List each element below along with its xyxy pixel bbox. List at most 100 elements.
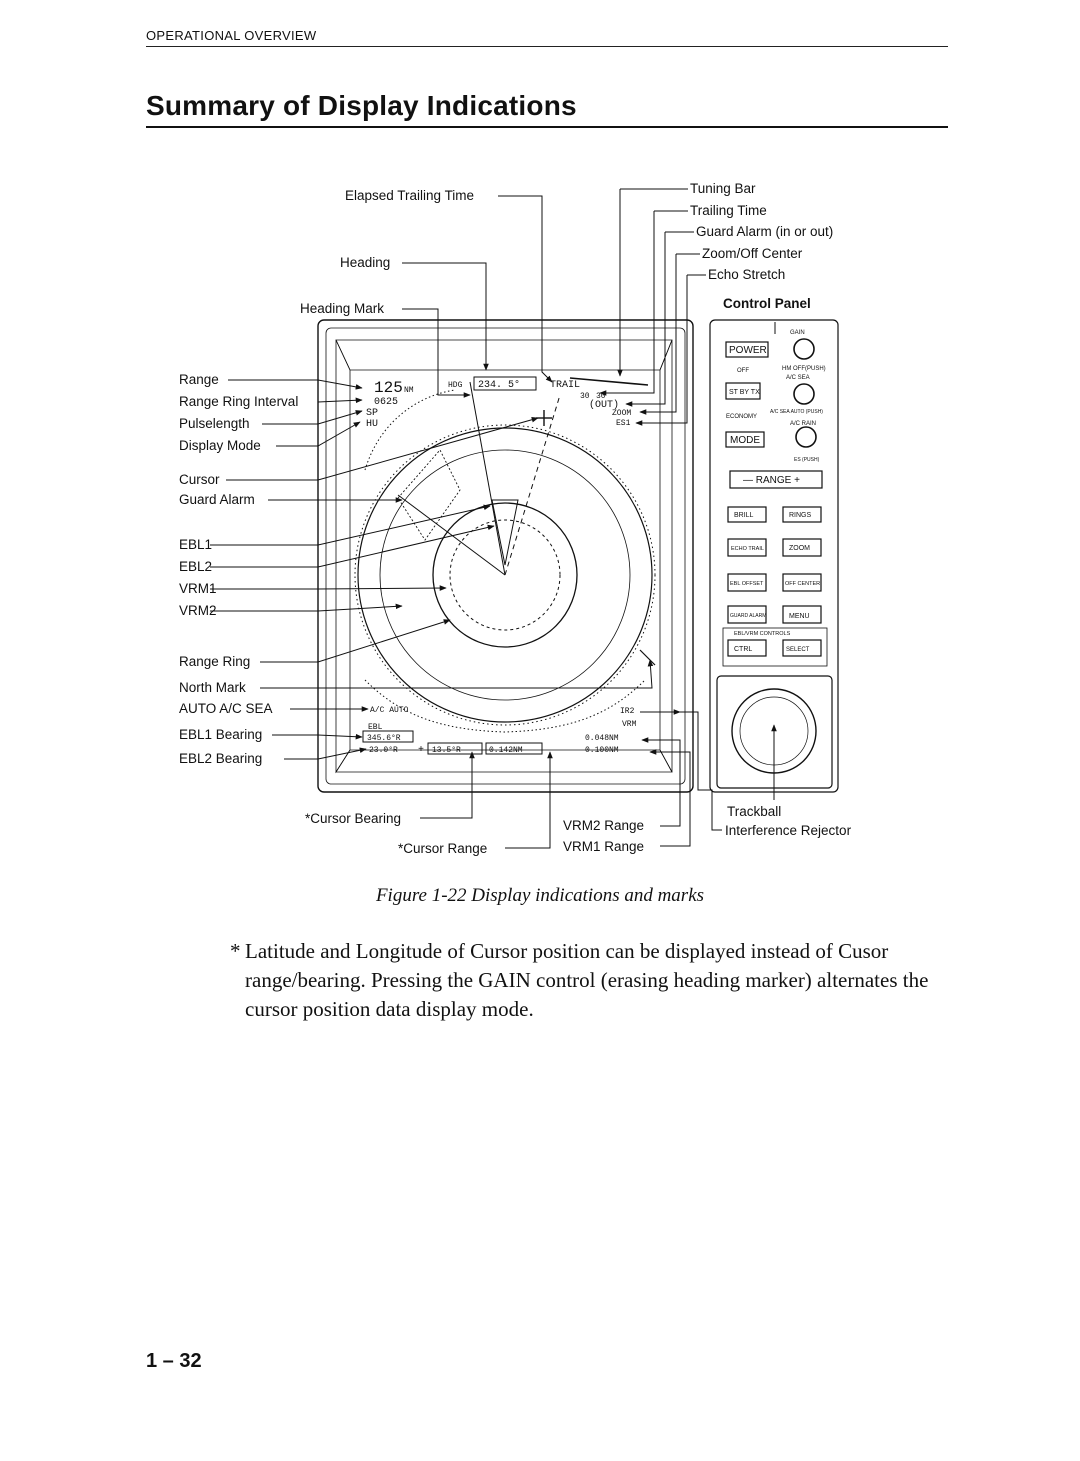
- label-vrm2-range: VRM2 Range: [563, 818, 644, 833]
- screen-ac-auto: A/C AUTO: [370, 706, 409, 715]
- section-header: OPERATIONAL OVERVIEW: [146, 28, 317, 43]
- label-heading-mark: Heading Mark: [300, 301, 384, 316]
- screen-readouts: 125 NM 0625 SP HU HDG 234. 5° TRAIL 30 3…: [362, 376, 649, 756]
- radar-display-unit: [317, 319, 694, 793]
- label-range-ring: Range Ring: [179, 654, 250, 669]
- vrm2-ring: [449, 519, 561, 631]
- screen-range-unit: NM: [404, 386, 414, 395]
- label-north-mark: North Mark: [179, 680, 246, 695]
- screen-hdg-value: 234. 5°: [478, 379, 520, 391]
- echo-trail-button[interactable]: ECHO TRAIL: [727, 538, 767, 557]
- guard-alarm-zone: [397, 449, 461, 541]
- ac-rain-knob[interactable]: [795, 426, 817, 448]
- label-guard-alarm-in-out: Guard Alarm (in or out): [696, 224, 833, 239]
- label-ebl1-bearing: EBL1 Bearing: [179, 727, 262, 742]
- range-ring-outer: [354, 424, 656, 726]
- label-vrm1-range: VRM1 Range: [563, 839, 644, 854]
- label-vrm2: VRM2: [179, 603, 217, 618]
- svg-text:ZOOM: ZOOM: [789, 545, 810, 552]
- menu-button[interactable]: MENU: [782, 605, 822, 624]
- label-display-mode: Display Mode: [179, 438, 261, 453]
- range-button[interactable]: — RANGE +: [729, 470, 823, 489]
- label-ebl1: EBL1: [179, 537, 212, 552]
- panel-gain-label: GAIN: [790, 330, 805, 336]
- ebl2-line: [504, 394, 561, 576]
- left-labels: Elapsed Trailing Time Heading Heading Ma…: [179, 188, 644, 856]
- label-cursor: Cursor: [179, 472, 220, 487]
- label-ebl2-bearing: EBL2 Bearing: [179, 751, 262, 766]
- screen-cursor-range: 0.142NM: [489, 746, 523, 755]
- svg-text:BRILL: BRILL: [734, 512, 754, 519]
- stby-tx-button[interactable]: ST BY TX: [725, 382, 761, 400]
- mode-button[interactable]: MODE: [725, 431, 765, 448]
- label-trailing-time: Trailing Time: [690, 203, 767, 218]
- range-ring: [357, 427, 653, 723]
- label-trackball: Trackball: [727, 804, 781, 819]
- title-rule: [146, 126, 948, 128]
- svg-text:ST BY TX: ST BY TX: [729, 389, 760, 396]
- panel-es-push-label: ES (PUSH): [794, 457, 820, 463]
- screen-range-value: 125: [374, 379, 403, 397]
- power-button[interactable]: POWER: [725, 341, 769, 358]
- label-range-ring-interval: Range Ring Interval: [179, 394, 298, 409]
- screen-cursor-bearing: 13.5°R: [432, 746, 461, 755]
- vrm1-ring: [432, 502, 578, 648]
- label-interference-rejector: Interference Rejector: [725, 823, 852, 838]
- rings-button[interactable]: RINGS: [782, 506, 822, 523]
- label-control-panel: Control Panel: [723, 296, 811, 311]
- svg-text:GUARD ALARM: GUARD ALARM: [730, 613, 766, 619]
- page-number: 1 – 32: [146, 1350, 202, 1372]
- label-cursor-bearing: *Cursor Bearing: [305, 811, 401, 826]
- footnote-marker: *: [230, 939, 241, 963]
- screen-guard-status: (OUT): [589, 399, 619, 411]
- north-mark: [639, 649, 656, 666]
- screen-hdg-label: HDG: [448, 381, 463, 390]
- label-pulselength: Pulselength: [179, 416, 250, 431]
- screen-ring-interval: 0625: [374, 397, 398, 408]
- svg-text:SELECT: SELECT: [786, 647, 810, 653]
- screen-pulse: SP: [366, 408, 378, 419]
- screen-vrm-label: VRM: [622, 720, 637, 729]
- leader-lines: [210, 188, 722, 849]
- ctrl-button[interactable]: CTRL: [727, 639, 767, 657]
- label-auto-ac-sea: AUTO A/C SEA: [179, 701, 273, 716]
- heading-mark-line: [469, 381, 506, 576]
- ebl-offset-button[interactable]: EBL OFFSET: [727, 573, 767, 592]
- off-center-button[interactable]: OFF CENTER: [782, 573, 822, 592]
- ac-sea-knob[interactable]: [793, 383, 815, 405]
- select-button[interactable]: SELECT: [782, 639, 822, 657]
- svg-text:CTRL: CTRL: [734, 646, 752, 653]
- gain-knob[interactable]: [793, 338, 815, 360]
- svg-text:POWER: POWER: [729, 345, 767, 356]
- label-cursor-range: *Cursor Range: [398, 841, 487, 856]
- panel-ac-sea-auto-label: A/C SEA AUTO (PUSH): [770, 409, 823, 415]
- panel-ebl-vrm-controls-label: EBL/VRM CONTROLS: [734, 631, 791, 637]
- svg-text:EBL OFFSET: EBL OFFSET: [730, 581, 764, 587]
- display-indications-figure: 125 NM 0625 SP HU HDG 234. 5° TRAIL 30 3…: [179, 181, 852, 856]
- panel-ac-rain-label: A/C RAIN: [790, 421, 816, 427]
- screen-vrm2-range: 0.048NM: [585, 734, 619, 743]
- screen-mode: HU: [366, 419, 378, 430]
- guard-alarm-button[interactable]: GUARD ALARM: [727, 605, 767, 624]
- screen-zoom: ZOOM: [612, 409, 631, 418]
- panel-hm-off-label: HM OFF(PUSH): [782, 366, 826, 372]
- own-ship-triangle: [491, 499, 519, 566]
- header-rule: [146, 46, 948, 47]
- label-heading: Heading: [340, 255, 390, 270]
- zoom-button[interactable]: ZOOM: [782, 538, 822, 557]
- panel-off-label: OFF: [737, 368, 749, 374]
- svg-text:RINGS: RINGS: [789, 512, 812, 519]
- inner-ring: [379, 449, 631, 701]
- label-echo-stretch: Echo Stretch: [708, 267, 785, 282]
- svg-text:MENU: MENU: [789, 613, 810, 620]
- label-zoom-off-center: Zoom/Off Center: [702, 246, 803, 261]
- footnote-text: Latitude and Longitude of Cursor positio…: [245, 939, 929, 1021]
- brill-button[interactable]: BRILL: [727, 506, 767, 523]
- screen-ir: IR2: [620, 707, 635, 716]
- screen-ebl1-bearing: 345.6°R: [367, 734, 401, 743]
- footnote: * Latitude and Longitude of Cursor posit…: [230, 937, 965, 1024]
- screen-trail-sec: 30: [596, 392, 606, 401]
- label-range: Range: [179, 372, 219, 387]
- svg-text:MODE: MODE: [730, 435, 760, 446]
- label-vrm1: VRM1: [179, 581, 217, 596]
